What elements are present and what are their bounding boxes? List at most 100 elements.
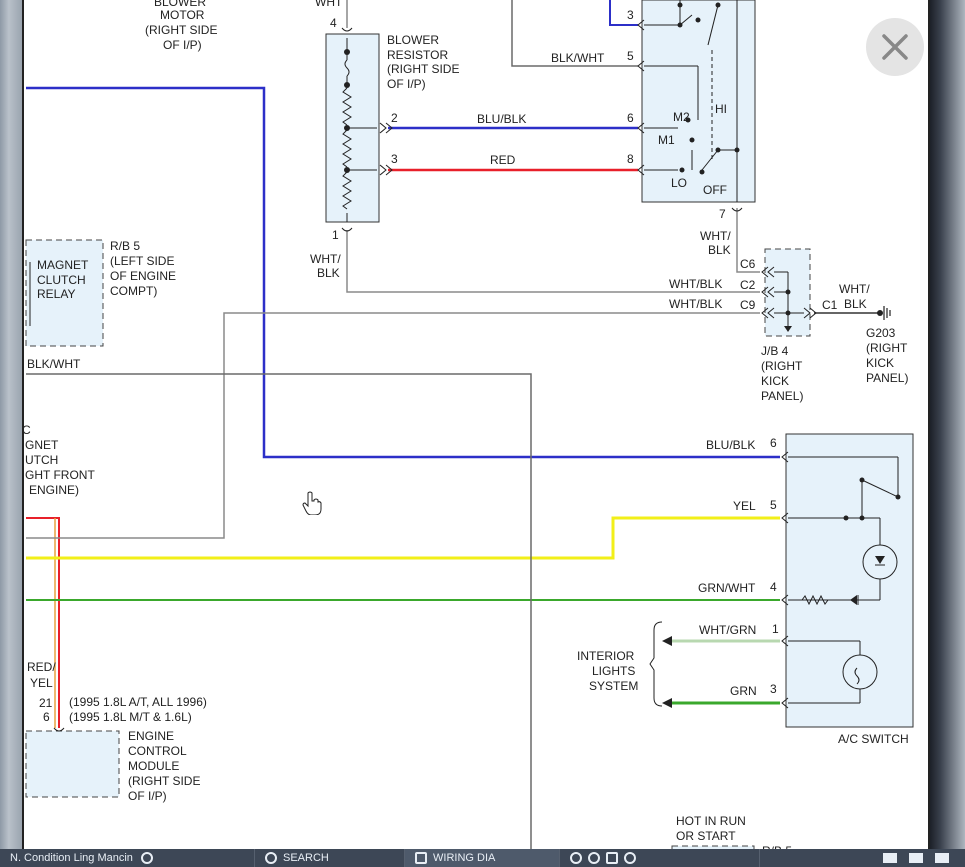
toolbar-item-vehicle-label: N. Condition Ling Mancin [10,852,133,864]
ac-switch-box [785,433,914,728]
wire-label-blu-blk-2: BLU/BLK [706,438,755,452]
g203-label-3: KICK [866,356,894,370]
rb5-label-3: OF ENGINE [110,269,176,283]
wire-label-yel-2: YEL [30,676,53,690]
interior-lights-label-2: LIGHTS [592,664,635,678]
wire-label-wht-2: WHT/ [839,282,870,296]
save-icon [935,853,949,863]
wire-blu-blk-main [26,86,780,459]
print-icon [883,853,897,863]
wire-wht-blk-c6 [736,208,760,273]
wiring-icon [415,852,427,864]
copy-icon [909,853,923,863]
magnet-relay-label-2: CLUTCH [37,273,86,287]
wire-label-blk-1: BLK [708,243,731,257]
toolbar-tools[interactable] [560,849,760,867]
blower-motor-label-3: (RIGHT SIDE [145,23,217,37]
magnet-clutch-relay-box [25,239,104,347]
magnet-clutch-label-4: GHT FRONT [25,468,95,482]
ecm-label-4: (RIGHT SIDE [128,774,200,788]
ecm-label-2: CONTROL [128,744,187,758]
toolbar-item-wiring-label: WIRING DIA [433,852,496,864]
background-right [930,0,965,867]
toolbar-item-search[interactable]: SEARCH [255,849,405,867]
search-icon [265,852,277,864]
g203-label-1: G203 [866,326,896,340]
jb-pin-c2: C2 [740,278,756,292]
ecm-label-5: OF I/P) [128,789,167,803]
ac-switch-label: A/C SWITCH [838,732,909,746]
pin-3: 3 [391,152,398,166]
pin-1: 1 [332,228,339,242]
wire-label-red: RED [490,153,516,167]
ac-pin-6: 6 [770,436,777,450]
wire-label-grn-wht: GRN/WHT [698,581,756,595]
blower-motor-label-4: OF I/P) [163,38,202,52]
magnet-clutch-label-3: UTCH [25,453,58,467]
wire-yel [26,516,780,560]
wire-label-wht-1: WHT/ [700,229,731,243]
wire-label-yel: YEL [733,499,756,513]
wire-blk-wht [26,373,532,849]
help-icon [140,852,153,864]
ac-switch-internals [781,451,899,709]
wiring-diagram: BLOWER MOTOR (RIGHT SIDE OF I/P) WHT 4 B… [24,0,914,867]
hand-cursor-icon [302,491,322,515]
info-icon [588,852,600,864]
rb5-label-1: R/B 5 [110,239,140,253]
wire-label-wht-3: WHT/ [310,252,341,266]
jb4-label-2: (RIGHT [761,359,803,373]
toolbar-right[interactable] [760,849,965,867]
jb-pin-c6: C6 [740,257,756,271]
g203-label-4: PANEL) [866,371,908,385]
rb5-label-4: COMPT) [110,284,157,298]
zoom-icon [570,852,582,864]
wire-label-blk-2: BLK [844,297,867,311]
close-icon [882,34,908,60]
ecm-label-3: MODULE [128,759,179,773]
switch-m2: M2 [673,110,690,124]
ac-pin-1: 1 [772,622,779,636]
ecm-pin-21: 21 [39,696,53,710]
ac-pin-3: 3 [770,682,777,696]
ac-pin-4: 4 [770,580,777,594]
blower-resistor-label-1: BLOWER [387,33,439,47]
jb-pin-c9: C9 [740,298,756,312]
ecm-note-1: (1995 1.8L A/T, ALL 1996) [69,695,207,709]
switch-pin-3: 3 [627,8,634,22]
toolbar-item-vehicle[interactable]: N. Condition Ling Mancin [0,849,255,867]
magnet-relay-label-1: MAGNET [37,258,89,272]
background-left [0,0,22,867]
ecm-label-1: ENGINE [128,729,174,743]
ecm-pin-6: 6 [43,710,50,724]
hot-in-run-label-2: OR START [676,829,736,843]
toolbar-item-wiring[interactable]: WIRING DIA [405,849,560,867]
resistor-coil [342,38,377,222]
interior-lights-label-1: INTERIOR [577,649,635,663]
wire-label-grn: GRN [730,684,757,698]
jb4-label-3: KICK [761,374,789,388]
rb5-label-2: (LEFT SIDE [110,254,174,268]
wire-label-wht-top: WHT [315,0,343,9]
wire-blue-top [609,0,638,26]
switch-m1: M1 [658,133,675,147]
g203-label-2: (RIGHT [866,341,908,355]
wiring-diagram-viewer[interactable]: BLOWER MOTOR (RIGHT SIDE OF I/P) WHT 4 B… [22,0,930,867]
ac-pin-5: 5 [770,498,777,512]
wire-label-blu-blk-1: BLU/BLK [477,112,526,126]
ecm-box [25,730,120,798]
switch-lo: LO [671,176,687,190]
blower-motor-label-2: MOTOR [160,8,205,22]
blower-motor-label-1: BLOWER [154,0,206,9]
wire-label-wht-blk-c9: WHT/BLK [669,297,722,311]
magnet-relay-label-3: RELAY [37,287,75,301]
switch-off: OFF [703,183,727,197]
wire-label-wht-blk-c2: WHT/BLK [669,277,722,291]
wire-label-wht-grn: WHT/GRN [699,623,756,637]
magnet-clutch-label-2: GNET [25,438,59,452]
switch-pin-6: 6 [627,111,634,125]
wire-wht-blk-c2 [346,230,760,293]
bottom-toolbar: N. Condition Ling Mancin SEARCH WIRING D… [0,849,965,867]
close-button[interactable] [866,18,924,76]
switch-hi: HI [715,102,727,116]
